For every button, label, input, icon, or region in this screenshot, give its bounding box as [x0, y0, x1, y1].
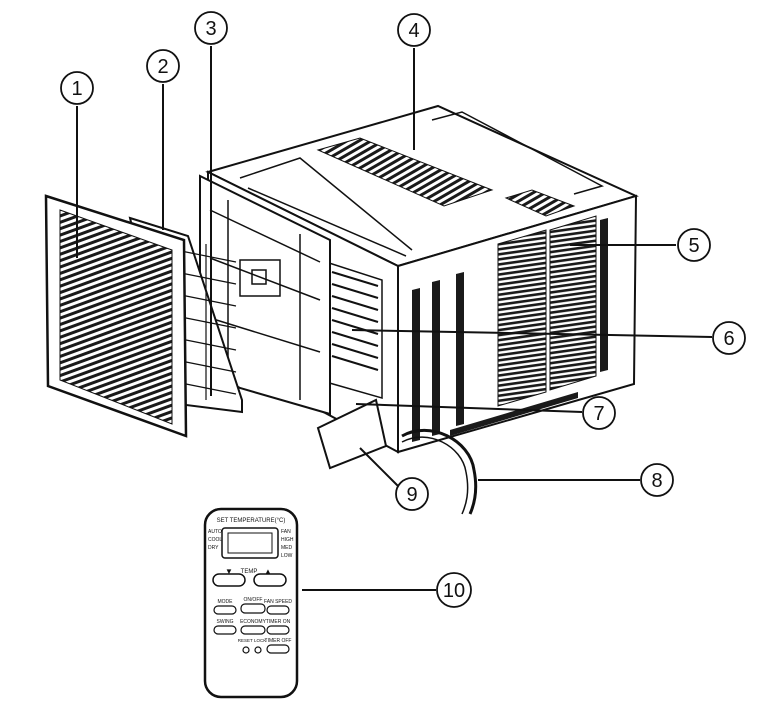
- remote-mode-low: LOW: [281, 553, 293, 559]
- remote-mode-med: MED: [281, 545, 293, 551]
- callout-2: 2: [146, 49, 180, 83]
- filter-frame: [199, 174, 331, 416]
- callout-8-label: 8: [651, 470, 662, 492]
- callout-7: 7: [582, 396, 616, 430]
- temp-up-icon: ▲: [264, 567, 272, 576]
- remote-control: SET TEMPERATURE(°C) AUTO COOL DRY FAN HI…: [203, 507, 299, 699]
- temp-down-button[interactable]: [212, 573, 246, 587]
- callout-10: 10: [436, 572, 472, 608]
- on-off-button[interactable]: [240, 603, 266, 614]
- temp-down-icon: ▼: [225, 567, 233, 576]
- top-vent-large: [316, 137, 494, 207]
- swing-button[interactable]: [213, 625, 237, 635]
- callout-10-label: 10: [443, 580, 465, 602]
- economy-button[interactable]: [240, 625, 266, 635]
- leader-lines: [76, 46, 713, 591]
- fan-speed-button[interactable]: [266, 605, 290, 615]
- callout-4-label: 4: [408, 20, 419, 42]
- power-cord: [401, 428, 478, 515]
- callout-5-label: 5: [688, 235, 699, 257]
- swing-button-label: SWING: [217, 619, 234, 625]
- on-off-button-label: ON/OFF: [244, 597, 263, 603]
- callout-5: 5: [677, 228, 711, 262]
- callout-3-label: 3: [205, 18, 216, 40]
- remote-mode-fan: FAN: [281, 529, 291, 535]
- callout-7-label: 7: [593, 403, 604, 425]
- fan-speed-button-label: FAN SPEED: [264, 599, 292, 605]
- remote-temp-label: TEMP: [241, 569, 258, 575]
- callout-9: 9: [395, 477, 429, 511]
- temp-up-button[interactable]: [253, 573, 287, 587]
- remote-mode-cool: COOL: [208, 537, 222, 543]
- callout-6: 6: [712, 321, 746, 355]
- mode-button-label: MODE: [218, 599, 234, 605]
- callout-9-label: 9: [406, 484, 417, 506]
- reset-button[interactable]: [242, 646, 250, 654]
- callout-4: 4: [397, 13, 431, 47]
- callout-1: 1: [60, 71, 94, 105]
- callout-8: 8: [640, 463, 674, 497]
- lock-button[interactable]: [254, 646, 262, 654]
- control-panel-cover: [316, 398, 388, 470]
- remote-header: SET TEMPERATURE(°C): [217, 518, 286, 524]
- callout-2-label: 2: [157, 56, 168, 78]
- front-grille: [44, 194, 188, 438]
- timer-off-button-label: TIMER OFF: [265, 638, 292, 644]
- reset-lock-label: RESET LOCK: [238, 638, 266, 643]
- remote-mode-dry: DRY: [208, 545, 219, 551]
- timer-off-button[interactable]: [266, 644, 290, 654]
- callout-3: 3: [194, 11, 228, 45]
- remote-mode-high: HIGH: [281, 537, 294, 543]
- side-air-intake-louvers: [412, 215, 608, 442]
- top-vent-small: [504, 189, 576, 217]
- timer-on-button-label: TIMER ON: [266, 619, 291, 625]
- remote-mode-auto: AUTO: [208, 529, 222, 535]
- callout-1-label: 1: [71, 78, 82, 100]
- callout-6-label: 6: [723, 328, 734, 350]
- remote-display: [221, 527, 279, 559]
- economy-button-label: ECONOMY: [240, 619, 267, 625]
- mode-button[interactable]: [213, 605, 237, 615]
- timer-on-button[interactable]: [266, 625, 290, 635]
